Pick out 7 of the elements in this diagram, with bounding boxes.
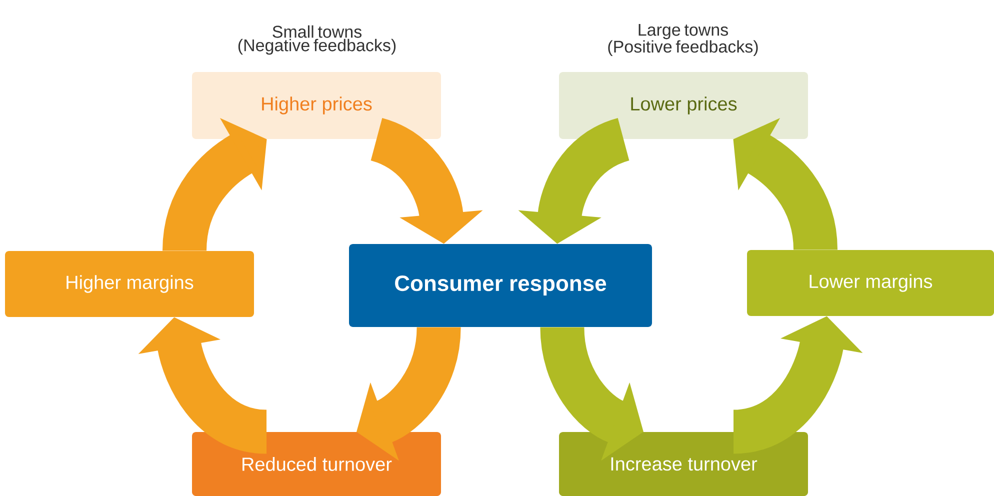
process-box: Consumer response	[349, 244, 652, 327]
process-box: Reduced turnover	[192, 432, 441, 496]
process-box: Increase turnover	[559, 432, 808, 496]
process-box: Higher prices	[192, 72, 441, 139]
heading-text: Small towns (Negative feedbacks)	[238, 25, 396, 55]
process-box: Lower prices	[559, 72, 808, 139]
heading-text: Large towns (Positive feedbacks)	[608, 24, 758, 56]
